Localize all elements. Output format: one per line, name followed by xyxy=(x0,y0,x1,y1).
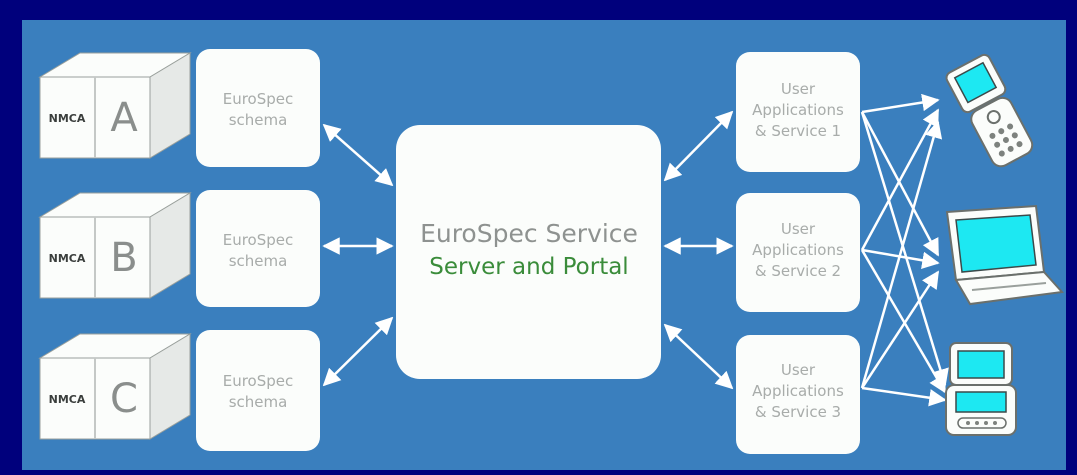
schema-title: EuroSpec xyxy=(223,231,294,249)
application-line1: User xyxy=(781,361,816,379)
schema-subtitle: schema xyxy=(229,393,288,411)
provider-letter: C xyxy=(110,376,138,422)
arrow-service-app1 xyxy=(663,110,734,182)
application-line1: User xyxy=(781,80,816,98)
schema-title: EuroSpec xyxy=(223,372,294,390)
arrow-service-app3 xyxy=(663,323,734,390)
nmca-cube-b: NMCA B xyxy=(38,192,192,299)
arrow-app1-laptop xyxy=(860,111,940,257)
schema-title: EuroSpec xyxy=(223,90,294,108)
laptop-icon xyxy=(945,204,1065,306)
provider-letter: A xyxy=(110,95,138,141)
arrow-app3-pda xyxy=(861,386,947,407)
application-line2: Applications xyxy=(752,382,844,400)
schema-subtitle: schema xyxy=(229,111,288,129)
nmca-label: NMCA xyxy=(49,393,86,406)
application-box-1: User Applications & Service 1 xyxy=(736,52,860,172)
schema-box-1: EuroSpec schema xyxy=(196,49,320,167)
nmca-cube-c: NMCA C xyxy=(38,333,192,440)
application-line3: & Service 2 xyxy=(755,262,841,280)
application-line2: Applications xyxy=(752,101,844,119)
arrow-app3-phone xyxy=(860,120,943,389)
arrow-schema3-service xyxy=(322,316,394,387)
arrow-app1-phone xyxy=(861,93,940,114)
provider-letter: B xyxy=(110,235,137,281)
schema-box-2: EuroSpec schema xyxy=(196,190,320,307)
pda-icon xyxy=(945,342,1017,436)
arrow-app2-pda xyxy=(860,249,947,394)
arrow-app3-laptop xyxy=(860,270,940,389)
nmca-label: NMCA xyxy=(49,252,86,265)
connector-arrows xyxy=(322,93,949,407)
service-title: EuroSpec Service xyxy=(420,219,638,248)
arrow-schema1-service xyxy=(322,123,394,187)
application-box-3: User Applications & Service 3 xyxy=(736,335,860,454)
schema-subtitle: schema xyxy=(229,252,288,270)
application-line3: & Service 1 xyxy=(755,122,841,140)
eurospec-service-box: EuroSpec Service Server and Portal xyxy=(396,125,661,379)
schema-box-3: EuroSpec schema xyxy=(196,330,320,451)
nmca-label: NMCA xyxy=(49,112,86,125)
arrow-app1-pda xyxy=(860,111,949,387)
application-line1: User xyxy=(781,220,816,238)
application-line3: & Service 3 xyxy=(755,403,841,421)
mobile-phone-icon xyxy=(945,53,1034,168)
nmca-cube-a: NMCA A xyxy=(38,52,192,159)
application-box-2: User Applications & Service 2 xyxy=(736,193,860,312)
application-line2: Applications xyxy=(752,241,844,259)
service-subtitle: Server and Portal xyxy=(429,254,628,280)
